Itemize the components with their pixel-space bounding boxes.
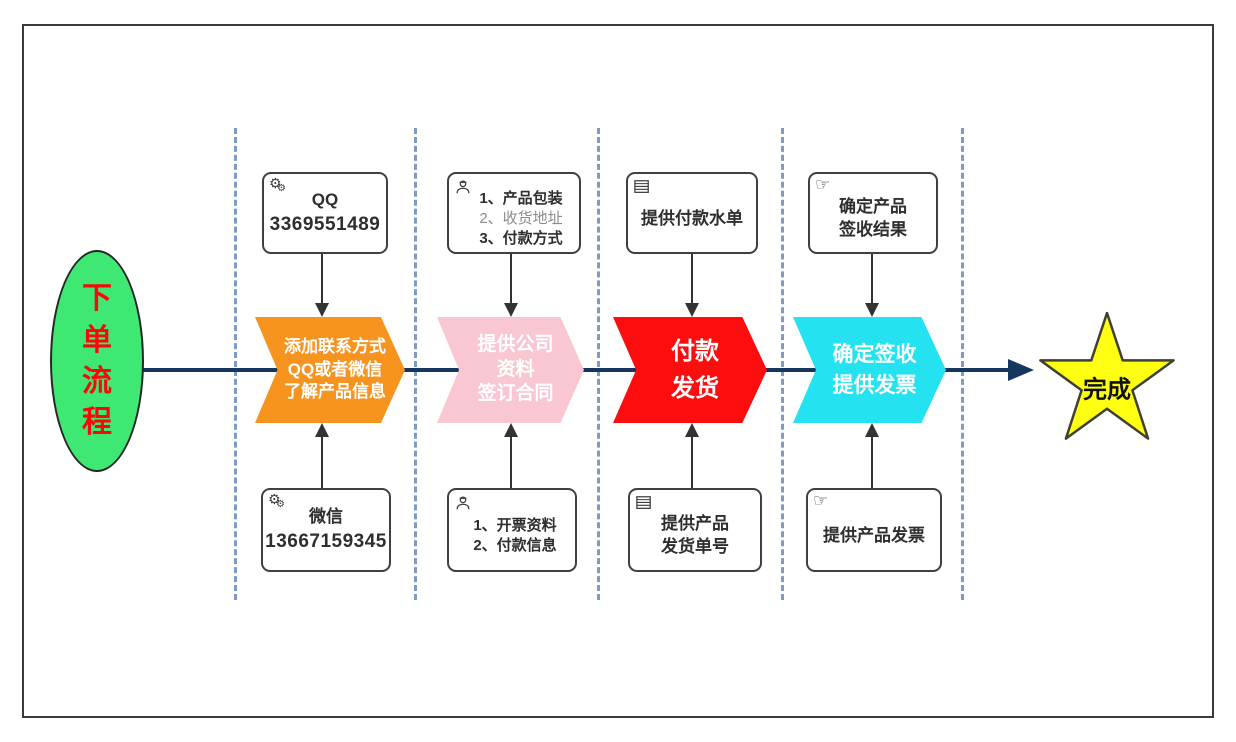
- note-line: QQ: [311, 189, 339, 209]
- note-line: 1、开票资料: [473, 516, 557, 534]
- note-box-qq: ⚙ ⚙ QQ 3369551489: [262, 172, 388, 254]
- arrow-up-line: [691, 436, 693, 488]
- note-line: 2、付款信息: [473, 537, 557, 554]
- step-label-line: 付款: [671, 337, 719, 365]
- step-label: 提供公司 资料 签订合同: [437, 333, 584, 407]
- step-label-line: 发货: [671, 375, 719, 402]
- note-lines: 确定产品 签收结果: [839, 184, 907, 242]
- start-node-ellipse: 下单流程: [50, 250, 144, 472]
- note-line: 提供产品发票: [823, 525, 925, 545]
- step-chevron-receipt-invoice: 确定签收 提供发票: [793, 317, 946, 423]
- engineer-icon: [454, 178, 472, 196]
- engineer-icon: [454, 494, 472, 512]
- table-icon: [633, 179, 651, 195]
- arrow-up-line: [510, 436, 512, 488]
- note-line: 提供产品: [661, 514, 729, 534]
- pointing-hand-icon: ☞: [815, 175, 831, 194]
- note-box-product-invoice: ☞ 提供产品发票: [806, 488, 942, 572]
- gear-glyph: ⚙: [276, 499, 285, 510]
- lane-divider: [414, 128, 417, 600]
- note-box-confirm-receipt-result: ☞ 确定产品 签收结果: [808, 172, 938, 254]
- arrow-down-line: [691, 250, 693, 306]
- lane-divider: [234, 128, 237, 600]
- note-box-shipping-number: 提供产品 发货单号: [628, 488, 762, 572]
- step-label-line: QQ或者微信: [287, 359, 383, 379]
- note-box-invoice-info: 1、开票资料 2、付款信息: [447, 488, 577, 572]
- note-box-wechat: ⚙ ⚙ 微信 13667159345: [261, 488, 391, 572]
- arrow-down-head: [685, 303, 699, 317]
- step-label: 添加联系方式 QQ或者微信 了解产品信息: [255, 336, 405, 405]
- arrow-up-line: [321, 436, 323, 488]
- table-icon: [635, 495, 653, 511]
- note-lines: 微信 13667159345: [265, 506, 387, 555]
- step-label-line: 提供发票: [832, 374, 917, 397]
- finish-star: 完成: [1032, 312, 1182, 454]
- note-lines: QQ 3369551489: [270, 189, 381, 238]
- note-lines: 提供付款水单: [641, 196, 743, 231]
- note-line: 13667159345: [265, 530, 387, 552]
- star-shape: [1039, 312, 1175, 440]
- lane-divider: [597, 128, 600, 600]
- arrow-up-head: [315, 423, 329, 437]
- finish-label: 完成: [1083, 376, 1131, 404]
- step-label-line: 确定签收: [832, 342, 917, 366]
- gears-icon: ⚙ ⚙: [269, 175, 293, 201]
- step-chevron-company-info: 提供公司 资料 签订合同: [437, 317, 584, 423]
- lane-divider: [961, 128, 964, 600]
- lane-divider: [781, 128, 784, 600]
- note-line: 3、付款方式: [479, 230, 563, 248]
- note-lines: 提供产品 发货单号: [661, 501, 729, 559]
- note-lines: 提供产品发票: [823, 513, 925, 548]
- note-line: 1、产品包装: [479, 189, 563, 207]
- arrow-down-head: [504, 303, 518, 317]
- note-line: 发货单号: [661, 537, 729, 556]
- gear-glyph: ⚙: [277, 183, 286, 194]
- note-line: 微信: [309, 506, 343, 526]
- note-line: 2、收货地址: [479, 209, 563, 227]
- note-line: 确定产品: [839, 197, 907, 217]
- step-label-line: 签订合同: [477, 383, 554, 405]
- note-line: 签收结果: [839, 220, 907, 239]
- step-chevron-payment-ship: 付款 发货: [613, 317, 767, 423]
- gears-icon: ⚙ ⚙: [268, 491, 292, 517]
- note-line: 3369551489: [269, 213, 381, 235]
- start-node-label: 下单流程: [82, 282, 112, 440]
- note-box-order-details: 1、产品包装 2、收货地址 3、付款方式: [447, 172, 581, 254]
- arrow-up-line: [871, 436, 873, 488]
- gear-glyph: ⚙: [269, 175, 282, 191]
- note-box-payment-slip: 提供付款水单: [626, 172, 758, 254]
- main-flow-arrowhead: [1008, 359, 1034, 381]
- star-polygon: [1039, 312, 1175, 440]
- arrow-down-line: [321, 250, 323, 306]
- arrow-up-head: [504, 423, 518, 437]
- arrow-down-head: [865, 303, 879, 317]
- step-chevron-contact: 添加联系方式 QQ或者微信 了解产品信息: [255, 317, 405, 423]
- gear-glyph: ⚙: [268, 491, 281, 507]
- arrow-up-head: [685, 423, 699, 437]
- step-label-line: 添加联系方式: [284, 336, 386, 356]
- step-label: 付款 发货: [613, 333, 767, 407]
- step-label: 确定签收 提供发票: [793, 339, 946, 402]
- pointing-hand-icon: ☞: [813, 491, 829, 510]
- note-line: 提供付款水单: [641, 208, 743, 228]
- arrow-down-line: [871, 250, 873, 306]
- arrow-up-head: [865, 423, 879, 437]
- step-label-line: 了解产品信息: [284, 382, 386, 402]
- arrow-down-line: [510, 250, 512, 306]
- arrow-down-head: [315, 303, 329, 317]
- step-label-line: 提供公司: [477, 333, 554, 355]
- note-lines: 1、产品包装 2、收货地址 3、付款方式: [479, 177, 562, 250]
- step-label-line: 资料: [496, 358, 535, 380]
- note-lines: 1、开票资料 2、付款信息: [473, 504, 556, 557]
